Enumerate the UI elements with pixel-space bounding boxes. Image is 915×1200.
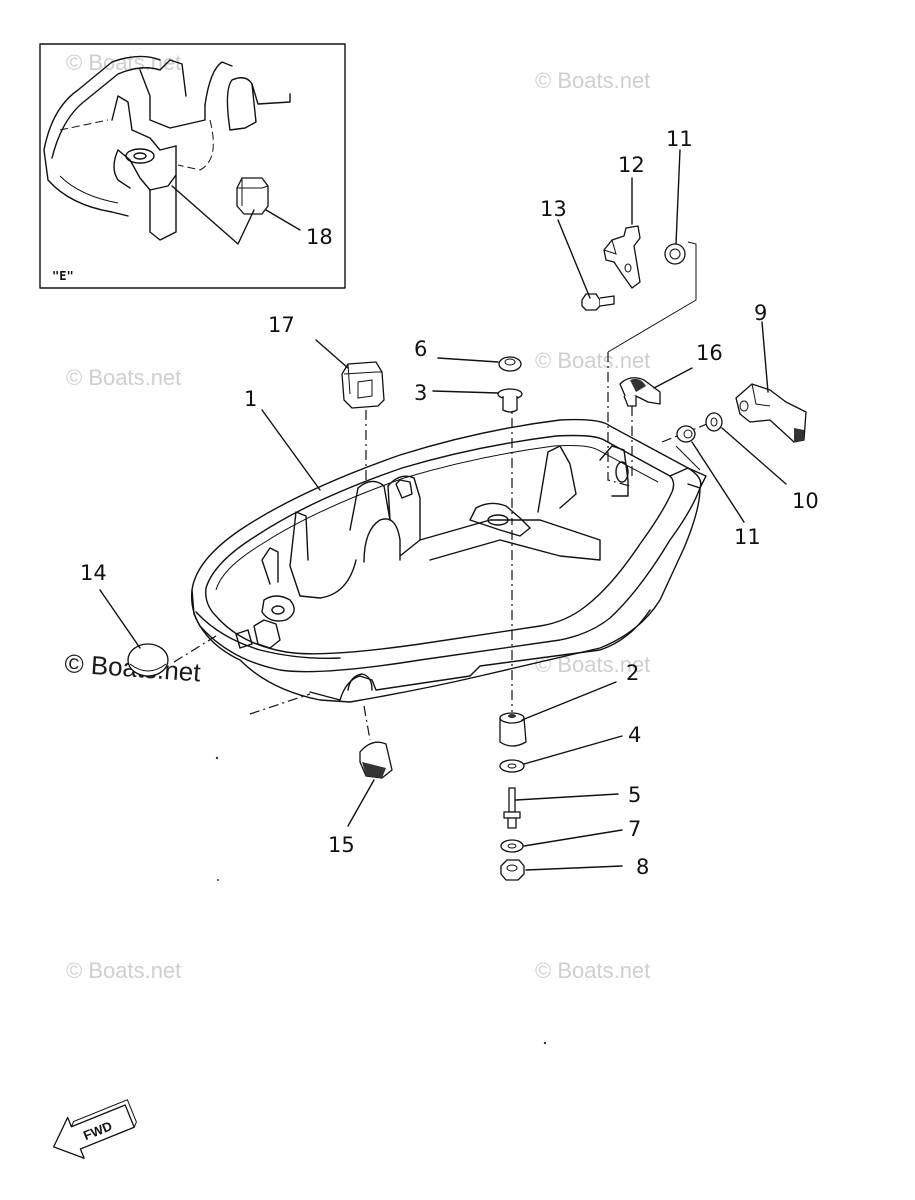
- callout-11-top: 11: [666, 127, 693, 151]
- callout-3: 3: [414, 381, 427, 405]
- callout-10: 10: [792, 489, 819, 513]
- washer-4-icon: [499, 759, 525, 773]
- speck: [543, 1041, 547, 1045]
- grommet-15-icon: [359, 741, 393, 779]
- callout-16: 16: [696, 341, 723, 365]
- watermark: © Boats.net: [535, 68, 650, 93]
- grommet-17-icon: [341, 361, 385, 409]
- grommet-18-icon: [236, 177, 269, 215]
- callout-4: 4: [628, 723, 641, 747]
- callout-15: 15: [328, 833, 355, 857]
- callout-18: 18: [306, 225, 333, 249]
- callout-6: 6: [414, 337, 427, 361]
- callout-2: 2: [626, 661, 639, 685]
- inset-view-e: 18 "E": [39, 43, 346, 289]
- speck: [215, 756, 219, 760]
- screw-13-icon: [581, 293, 615, 311]
- nut-6-icon: [498, 356, 522, 372]
- bolt-3-icon: [497, 388, 523, 413]
- watermark: © Boats.net: [535, 348, 650, 373]
- washer-7-icon: [500, 839, 524, 853]
- bottom-cowling: [173, 418, 707, 715]
- lever-9-icon: [735, 383, 807, 443]
- callout-8: 8: [636, 855, 649, 879]
- watermark: © Boats.net: [66, 50, 181, 75]
- watermark: © Boats.net: [535, 958, 650, 983]
- callouts: 1 17 6 3 2 4 5 7 8 14 15 16 9 10 11 11 1…: [80, 127, 819, 879]
- watermark: © Boats.net: [66, 365, 181, 390]
- watermark: © Boats.net: [66, 958, 181, 983]
- callout-5: 5: [628, 783, 641, 807]
- callout-14: 14: [80, 561, 107, 585]
- callout-17: 17: [268, 313, 295, 337]
- nut-8-icon: [500, 859, 525, 881]
- callout-11-mid: 11: [734, 525, 761, 549]
- callout-7: 7: [628, 817, 641, 841]
- callout-1: 1: [244, 387, 257, 411]
- washer-10-icon: [705, 412, 723, 432]
- leader-lines: [99, 149, 787, 871]
- plug-14-icon: [127, 643, 169, 677]
- fwd-arrow-icon: FWD: [53, 1099, 137, 1159]
- bracket-12-icon: [603, 225, 641, 289]
- mount-rubber-2-icon: [499, 712, 527, 747]
- speck: [217, 879, 219, 881]
- collar-11-top-icon: [664, 243, 686, 265]
- lever-16-icon: [619, 377, 661, 407]
- assembly-lines: [363, 241, 713, 741]
- collar-11-icon: [676, 425, 696, 443]
- stud-bolt-5-icon: [503, 787, 521, 829]
- callout-13: 13: [540, 197, 567, 221]
- inset-view-tag: "E": [52, 269, 74, 283]
- callout-9: 9: [754, 301, 767, 325]
- callout-12: 12: [618, 153, 645, 177]
